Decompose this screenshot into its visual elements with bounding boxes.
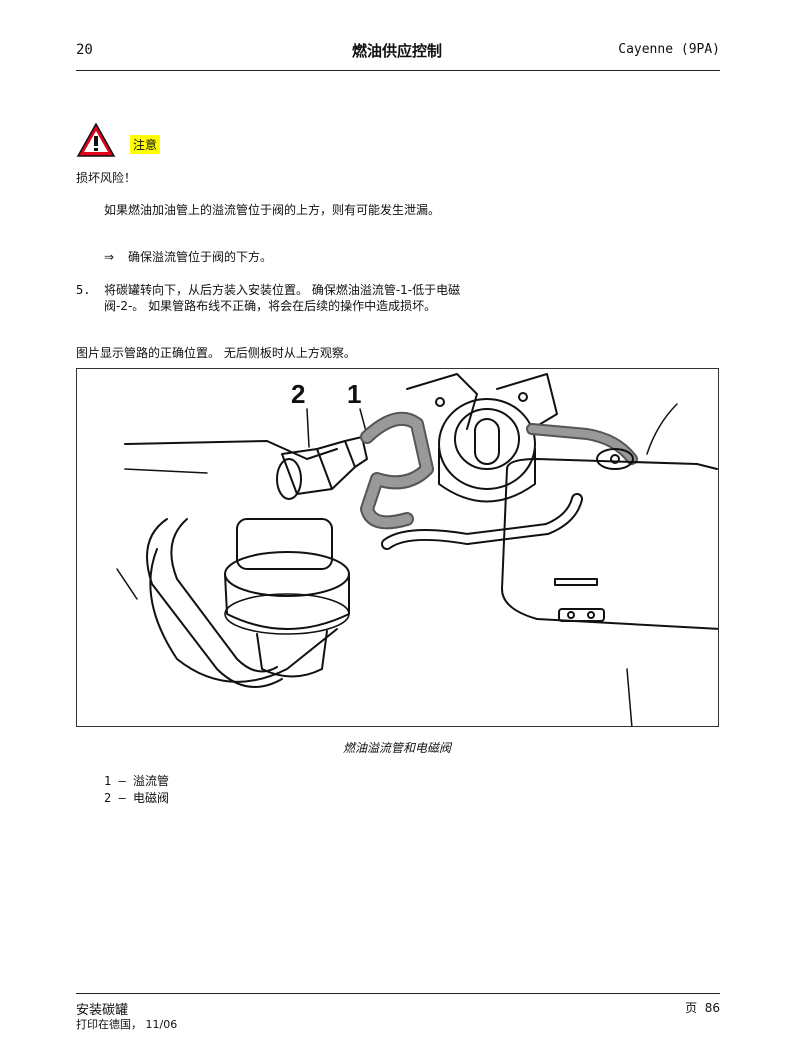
figure-callout-1: 1	[347, 379, 362, 409]
figure-illustration: 2 1	[76, 368, 719, 727]
figure-callout-2: 2	[291, 379, 306, 409]
footer-page-number: 86	[704, 1001, 720, 1015]
footer-page-label: 页	[685, 1001, 698, 1015]
step-number: 5.	[76, 283, 91, 297]
header-title: 燃油供应控制	[351, 42, 442, 60]
footer-print-note: 打印在德国， 11/06	[76, 1018, 178, 1031]
legend-label: 电磁阀	[132, 791, 169, 805]
caution-heading: 损坏风险！	[76, 171, 137, 185]
legend-number: 1	[104, 774, 112, 788]
footer-section-title: 安装碳罐	[76, 1003, 129, 1018]
figure-intro: 图片显示管路的正确位置。 无后侧板时从上方观察。	[76, 346, 356, 360]
caution-action-text: 确保溢流管位于阀的下方。	[128, 250, 273, 264]
legend-separator: –	[118, 774, 126, 788]
warning-triangle-icon	[76, 122, 116, 157]
legend-label: 溢流管	[132, 774, 169, 788]
header-divider	[76, 70, 720, 71]
caution-action: ⇒ 确保溢流管位于阀的下方。	[104, 249, 272, 265]
arrow-right-icon: ⇒	[104, 250, 115, 264]
caution-text: 如果燃油加油管上的溢流管位于阀的上方，则有可能发生泄漏。	[104, 203, 441, 217]
header-model: Cayenne (9PA)	[618, 42, 720, 57]
step-text: 将碳罐转向下，从后方装入安装位置。 确保燃油溢流管-1-低于电磁阀-2-。 如果…	[104, 283, 461, 313]
footer-divider	[76, 993, 720, 994]
footer-page: 页 86	[685, 999, 720, 1016]
legend-separator: –	[118, 791, 126, 805]
legend-item: 2 – 电磁阀	[104, 789, 169, 806]
fuel-overflow-pipe-drawing	[116, 373, 718, 726]
legend-item: 1 – 溢流管	[104, 772, 169, 789]
figure-caption: 燃油溢流管和电磁阀	[342, 741, 451, 755]
caution-label: 注意	[130, 135, 161, 154]
legend-number: 2	[104, 791, 112, 805]
header-page-number: 20	[76, 42, 93, 58]
